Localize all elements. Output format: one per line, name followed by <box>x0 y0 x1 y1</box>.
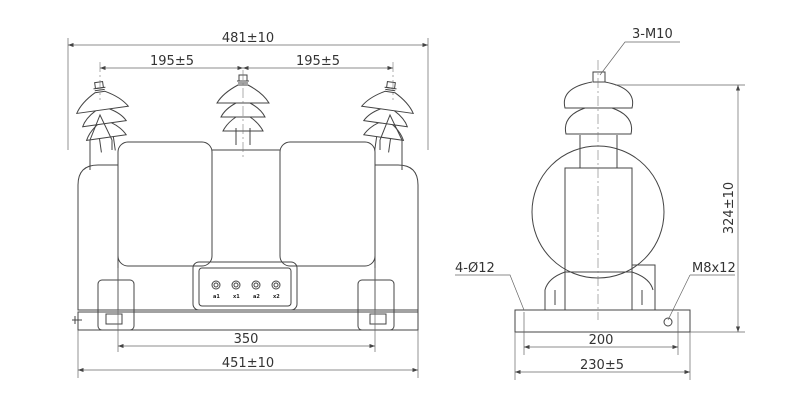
side-view: 3-M10 4-Ø12 M8x12 324±10 200 230±5 <box>455 27 745 380</box>
dim-overall-width: 481±10 <box>222 31 274 46</box>
dim-base-width: 451±10 <box>222 356 274 371</box>
left-insulator <box>72 77 135 156</box>
terminal-label: a2 <box>253 294 260 300</box>
terminal-label: x1 <box>233 294 240 300</box>
dim-mount-spacing: 350 <box>234 332 259 347</box>
dim-spacing-left: 195±5 <box>150 54 194 69</box>
dim-height: 324±10 <box>722 182 737 234</box>
terminal-label: a1 <box>213 294 220 300</box>
dim-spacing-right: 195±5 <box>296 54 340 69</box>
dim-side-mount-spacing: 200 <box>589 333 614 348</box>
right-insulator <box>355 77 418 156</box>
label-top-thread: 3-M10 <box>632 27 673 42</box>
label-ground-bolt: M8x12 <box>692 261 736 276</box>
terminal-label: x2 <box>273 294 280 300</box>
label-holes: 4-Ø12 <box>455 261 495 276</box>
terminal-box: a1 x1 a2 x2 <box>192 261 298 311</box>
front-view: a1 x1 a2 x2 481±10 195±5 195±5 350 451±1… <box>67 31 429 378</box>
dim-side-base-width: 230±5 <box>580 358 624 373</box>
